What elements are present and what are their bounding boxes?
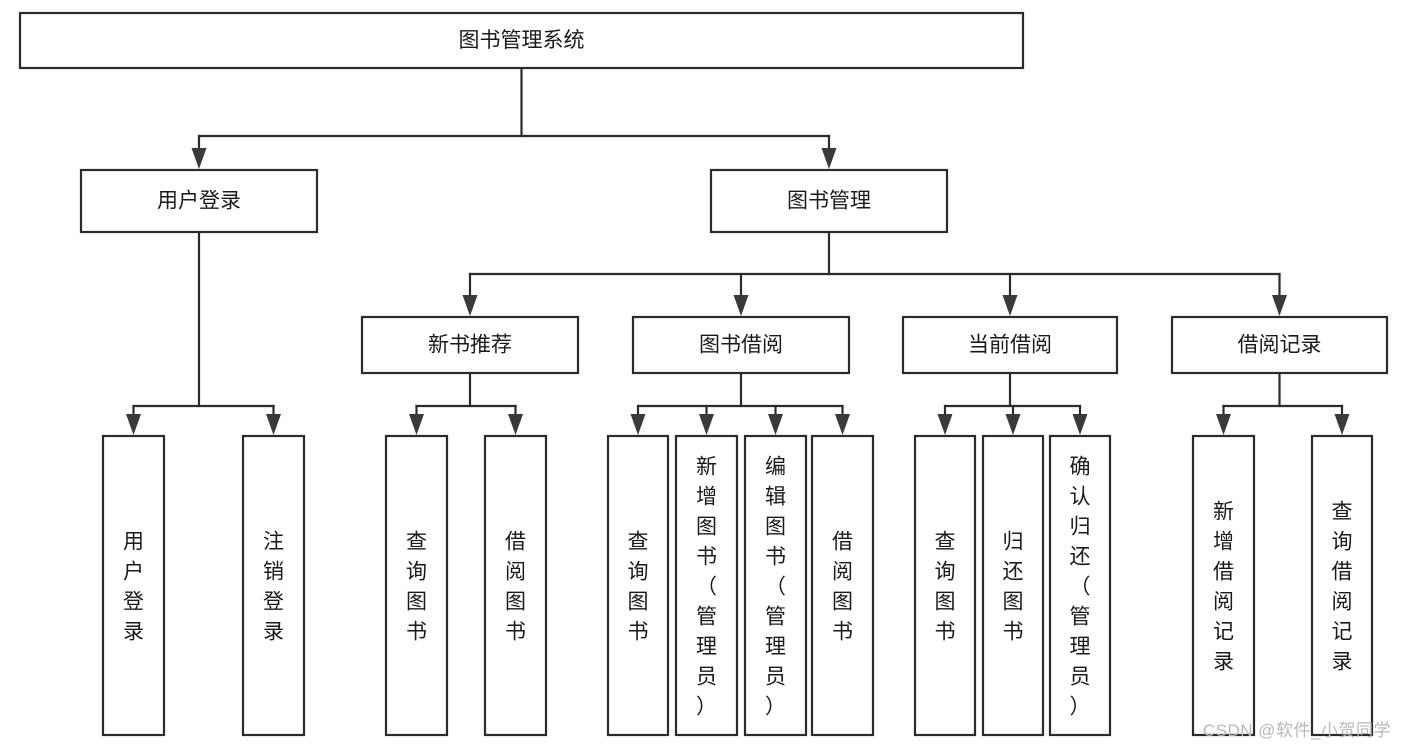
- arrow-head-icon: [508, 414, 523, 435]
- node-leaf-edit-book[interactable]: 编辑图书（管理员）: [743, 434, 808, 737]
- node-root[interactable]: 图书管理系统: [18, 11, 1025, 70]
- node-box[interactable]: [18, 11, 1025, 70]
- node-box[interactable]: [901, 315, 1119, 375]
- node-leaf-user-login[interactable]: 用户登录: [101, 434, 166, 737]
- node-new-book-recommend[interactable]: 新书推荐: [360, 315, 580, 375]
- node-box[interactable]: [743, 434, 808, 737]
- node-label: 编辑图书（管理员）: [765, 456, 786, 719]
- node-leaf-query-book-1[interactable]: 查询图书: [384, 434, 449, 737]
- node-label: 查询图书: [628, 531, 649, 644]
- node-box[interactable]: [709, 168, 949, 234]
- node-leaf-add-book[interactable]: 新增图书（管理员）: [674, 434, 739, 737]
- node-label: 图书借阅: [699, 334, 783, 357]
- arrow-head-icon: [1072, 414, 1088, 435]
- node-leaf-borrow-book-1[interactable]: 借阅图书: [483, 434, 548, 737]
- node-box[interactable]: [1170, 315, 1389, 375]
- node-leaf-return-book[interactable]: 归还图书: [981, 434, 1045, 737]
- node-label: 确认归还（管理员）: [1070, 456, 1091, 719]
- node-label: 用户登录: [123, 531, 144, 644]
- node-box[interactable]: [483, 434, 548, 737]
- arrow-head-icon: [1216, 414, 1231, 435]
- node-box[interactable]: [631, 315, 851, 375]
- node-label: 新书推荐: [428, 334, 512, 357]
- connector-group: [1216, 371, 1350, 435]
- node-box[interactable]: [241, 434, 306, 737]
- node-box[interactable]: [1048, 434, 1112, 737]
- node-label: 查询借阅记录: [1332, 501, 1353, 674]
- arrow-head-icon: [699, 414, 714, 435]
- arrow-head-icon: [126, 414, 141, 435]
- arrow-head-icon: [1002, 295, 1018, 316]
- arrow-head-icon: [733, 295, 749, 316]
- node-box[interactable]: [1191, 434, 1256, 737]
- node-borrow-record[interactable]: 借阅记录: [1170, 315, 1389, 375]
- connector-group: [126, 230, 281, 435]
- watermark-label: CSDN @软件_小贺同学: [1202, 721, 1391, 740]
- node-layer: 图书管理系统用户登录图书管理新书推荐图书借阅当前借阅借阅记录用户登录注销登录查询…: [18, 11, 1389, 737]
- node-book-borrow[interactable]: 图书借阅: [631, 315, 851, 375]
- node-label: 新增借阅记录: [1213, 501, 1234, 674]
- connector-group: [630, 371, 850, 435]
- arrow-head-icon: [768, 414, 783, 435]
- node-label: 图书管理系统: [459, 29, 585, 52]
- arrow-head-icon: [409, 414, 424, 435]
- node-label: 查询图书: [406, 531, 427, 644]
- node-box[interactable]: [101, 434, 166, 737]
- connector-group: [462, 230, 1287, 316]
- arrow-head-icon: [191, 148, 207, 169]
- node-leaf-user-logout[interactable]: 注销登录: [241, 434, 306, 737]
- node-label: 新增图书（管理员）: [696, 456, 717, 719]
- arrow-head-icon: [821, 148, 837, 169]
- node-box[interactable]: [913, 434, 977, 737]
- node-label: 用户登录: [157, 190, 241, 213]
- node-box[interactable]: [810, 434, 875, 737]
- node-leaf-confirm-return[interactable]: 确认归还（管理员）: [1048, 434, 1112, 737]
- node-box[interactable]: [981, 434, 1045, 737]
- node-label: 借阅记录: [1238, 334, 1322, 357]
- node-user-login[interactable]: 用户登录: [79, 168, 319, 234]
- arrow-head-icon: [462, 295, 478, 316]
- node-box[interactable]: [1310, 434, 1374, 737]
- arrow-head-icon: [1272, 295, 1287, 316]
- connector-group: [409, 371, 523, 435]
- node-leaf-query-borrow-record[interactable]: 查询借阅记录: [1310, 434, 1374, 737]
- node-label: 图书管理: [787, 190, 871, 213]
- node-book-management[interactable]: 图书管理: [709, 168, 949, 234]
- node-leaf-query-book-3[interactable]: 查询图书: [913, 434, 977, 737]
- node-label: 查询图书: [935, 531, 956, 644]
- node-box[interactable]: [674, 434, 739, 737]
- node-box[interactable]: [360, 315, 580, 375]
- connector-layer: [126, 66, 1350, 435]
- node-label: 当前借阅: [968, 334, 1052, 357]
- arrow-head-icon: [630, 414, 646, 435]
- arrow-head-icon: [1334, 414, 1350, 435]
- connector-group: [937, 371, 1088, 435]
- node-leaf-borrow-book-2[interactable]: 借阅图书: [810, 434, 875, 737]
- arrow-head-icon: [266, 414, 281, 435]
- connector-group: [191, 66, 837, 169]
- node-leaf-add-borrow-record[interactable]: 新增借阅记录: [1191, 434, 1256, 737]
- node-box[interactable]: [79, 168, 319, 234]
- arrow-head-icon: [937, 414, 953, 435]
- node-label: 借阅图书: [505, 531, 526, 644]
- node-current-borrow[interactable]: 当前借阅: [901, 315, 1119, 375]
- node-box[interactable]: [606, 434, 670, 737]
- arrow-head-icon: [835, 414, 850, 435]
- node-label: 借阅图书: [832, 531, 853, 644]
- node-leaf-query-book-2[interactable]: 查询图书: [606, 434, 670, 737]
- node-label: 归还图书: [1003, 531, 1024, 644]
- node-box[interactable]: [384, 434, 449, 737]
- arrow-head-icon: [1005, 414, 1021, 435]
- node-label: 注销登录: [263, 531, 284, 644]
